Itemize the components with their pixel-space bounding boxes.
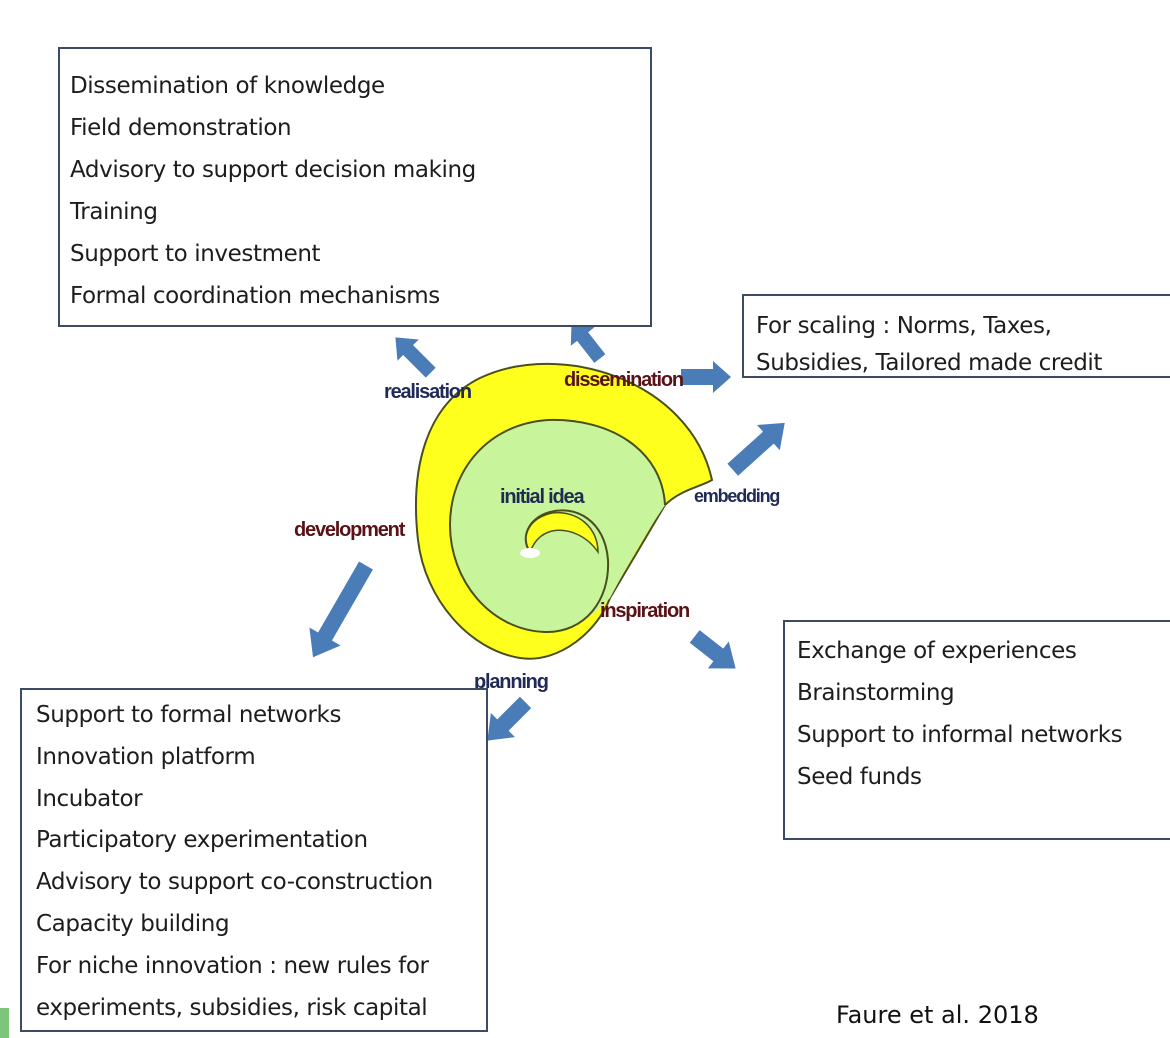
arrow-realisation bbox=[395, 337, 436, 378]
label-dissemination: dissemination bbox=[564, 369, 683, 391]
box-line: Formal coordination mechanisms bbox=[70, 283, 440, 309]
spiral-center-mark bbox=[520, 548, 540, 558]
arrow-dissemination-right bbox=[681, 361, 731, 393]
box-line: Innovation platform bbox=[36, 743, 256, 770]
realisation-actions-box: Dissemination of knowledge Field demonst… bbox=[58, 47, 652, 327]
arrow-embedding bbox=[727, 422, 785, 476]
box-line: Capacity building bbox=[36, 910, 230, 937]
box-line: Support to informal networks bbox=[797, 722, 1123, 748]
box-line: Exchange of experiences bbox=[797, 638, 1077, 664]
box-line: Subsidies, Tailored made credit bbox=[756, 350, 1103, 376]
box-line: Training bbox=[70, 199, 158, 225]
box-line: Brainstorming bbox=[797, 680, 955, 706]
box-line: Field demonstration bbox=[70, 115, 292, 141]
box-line: For niche innovation : new rules for bbox=[36, 952, 429, 979]
box-line: Advisory to support decision making bbox=[70, 157, 476, 183]
box-line: Dissemination of knowledge bbox=[70, 73, 385, 99]
embedding-actions-box: For scaling : Norms, Taxes, Subsidies, T… bbox=[742, 294, 1170, 378]
planning-actions-box: Support to formal networks Innovation pl… bbox=[20, 688, 488, 1032]
box-line: For scaling : Norms, Taxes, bbox=[756, 313, 1052, 339]
label-embedding: embedding bbox=[694, 486, 779, 506]
box-line: Seed funds bbox=[797, 764, 922, 790]
spiral-inner-tip bbox=[525, 512, 599, 555]
box-line: experiments, subsidies, risk capital bbox=[36, 994, 428, 1021]
arrow-dissemination-up bbox=[570, 322, 606, 363]
box-line: Incubator bbox=[36, 785, 143, 812]
label-initial-idea: initial idea bbox=[500, 486, 585, 508]
citation: Faure et al. 2018 bbox=[836, 1001, 1039, 1029]
spiral-curve bbox=[448, 418, 666, 634]
arrow-development bbox=[309, 561, 373, 658]
label-inspiration: inspiration bbox=[600, 600, 689, 622]
corner-accent bbox=[0, 1008, 9, 1038]
box-line: Support to formal networks bbox=[36, 702, 342, 728]
box-line: Support to investment bbox=[70, 241, 321, 267]
box-line: Participatory experimentation bbox=[36, 827, 368, 854]
label-planning: planning bbox=[474, 671, 548, 693]
label-development: development bbox=[294, 519, 406, 541]
arrow-planning bbox=[487, 696, 532, 741]
arrow-inspiration bbox=[689, 630, 736, 669]
box-line: Advisory to support co-construction bbox=[36, 869, 433, 896]
label-realisation: realisation bbox=[384, 381, 471, 403]
inspiration-actions-box: Exchange of experiences Brainstorming Su… bbox=[783, 620, 1170, 840]
